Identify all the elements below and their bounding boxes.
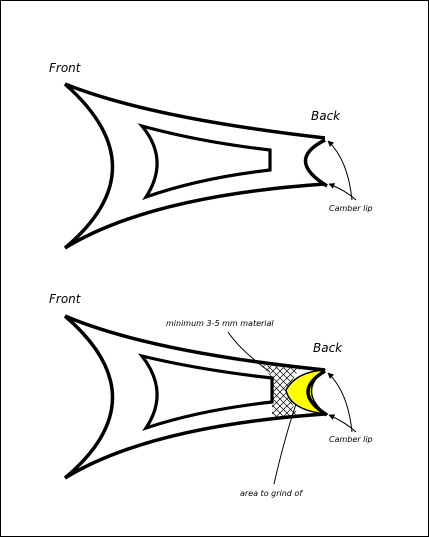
- bottom-inner-cavity: [137, 353, 274, 431]
- material-leader-line: [227, 331, 271, 373]
- material-label: minimum 3-5 mm material: [166, 319, 274, 328]
- bottom-back-label: Back: [313, 341, 343, 355]
- top-camber-lip: [303, 138, 328, 188]
- bottom-outer-lower-edge: [64, 412, 326, 480]
- top-front-label: Front: [49, 61, 82, 75]
- bottom-camber-label: Camber lip: [329, 435, 373, 444]
- material-hatch-area: [262, 365, 300, 418]
- grind-area: [285, 369, 329, 416]
- bottom-camber-arrow-2: [328, 414, 357, 433]
- bottom-camber-lip: [306, 369, 328, 417]
- top-camber-label: Camber lip: [329, 204, 373, 213]
- bottom-front-curve: [63, 314, 115, 480]
- top-diagram: Front Back Camber lip: [49, 61, 373, 250]
- top-outer-lower-edge: [64, 182, 326, 250]
- top-front-curve: [63, 82, 115, 250]
- bottom-outer-upper-edge: [64, 314, 326, 372]
- top-camber-arrow-2: [328, 183, 357, 201]
- top-back-label: Back: [311, 109, 341, 123]
- bottom-camber-arrow-1: [327, 372, 353, 433]
- grind-label: area to grind of: [240, 489, 303, 498]
- bottom-diagram: Front Back minimum 3-5 mm material Cambe…: [49, 292, 373, 498]
- top-inner-cavity: [137, 123, 272, 201]
- grind-leader-line: [273, 403, 297, 485]
- top-outer-upper-edge: [64, 82, 326, 140]
- bottom-front-label: Front: [49, 292, 82, 306]
- top-camber-arrow-1: [327, 140, 353, 201]
